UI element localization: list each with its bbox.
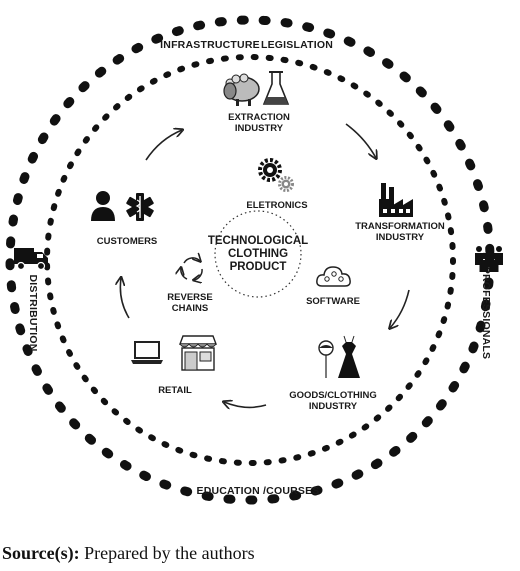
- recycle-icon: [181, 258, 203, 280]
- arrow-goods-to-retail: [224, 402, 267, 407]
- center-label-1: TECHNOLOGICAL: [208, 235, 308, 247]
- goods-label-1: GOODS/CLOTHING: [289, 390, 377, 401]
- customers-label: CUSTOMERS: [97, 236, 158, 247]
- goods-label-2: INDUSTRY: [309, 401, 358, 412]
- source-caption-text: Prepared by the authors: [79, 543, 255, 563]
- factory-icon: [379, 183, 413, 217]
- laptop-icon: [131, 341, 163, 364]
- reverse-chains-label-1: REVERSE: [167, 292, 212, 303]
- legislation-label: LEGISLATION: [261, 39, 333, 51]
- inner-dotted-ring: [44, 54, 456, 466]
- professionals-label: PROFESSIONALS: [480, 267, 492, 359]
- retail-label: RETAIL: [158, 385, 192, 396]
- dress-icon: [318, 335, 360, 378]
- center-label-2: CLOTHING: [228, 248, 288, 260]
- software-label: SOFTWARE: [306, 296, 360, 307]
- center-dotted-circle: [214, 210, 302, 298]
- education-courses-label: EDUCATION /COURSES: [197, 485, 320, 497]
- center-label-3: PRODUCT: [230, 261, 287, 273]
- people-icon: [475, 246, 503, 272]
- arrow-retail-to-customers: [120, 278, 130, 319]
- arrow-transformation-to-goods: [390, 289, 410, 328]
- distribution-label: DISTRIBUTION: [27, 274, 39, 351]
- person-icon: [91, 191, 115, 221]
- flask-icon: [262, 71, 290, 105]
- infrastructure-label: INFRASTRUCTURE: [160, 39, 260, 51]
- transformation-label-2: INDUSTRY: [376, 232, 425, 243]
- arrow-extraction-to-transformation: [345, 123, 376, 158]
- cloud-icon: [316, 266, 351, 287]
- gear-icon: [258, 158, 294, 192]
- electronics-label: ELETRONICS: [246, 200, 307, 211]
- store-icon: [178, 335, 218, 371]
- truck-icon: [14, 248, 48, 271]
- arrow-customers-to-extraction: [145, 130, 182, 161]
- source-caption-label: Source(s):: [2, 543, 80, 563]
- clothing-ecosystem-diagram: INFRASTRUCTURE LEGISLATION DISTRIBUTION …: [5, 15, 503, 505]
- source-caption: Source(s): Prepared by the authors: [2, 543, 255, 564]
- transformation-label-1: TRANSFORMATION: [355, 221, 445, 232]
- sheep-icon: [223, 73, 260, 106]
- reverse-chains-label-2: CHAINS: [172, 303, 208, 314]
- extraction-label-1: EXTRACTION: [228, 112, 290, 123]
- extraction-label-2: INDUSTRY: [235, 123, 284, 134]
- medical-icon: [126, 193, 154, 221]
